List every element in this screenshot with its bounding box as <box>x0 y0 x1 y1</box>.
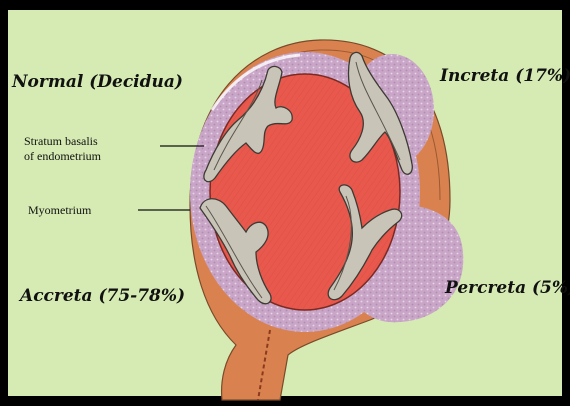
label-stratum-line1: Stratum basalis <box>24 134 101 149</box>
label-normal-decidua: Normal (Decidua) <box>12 72 183 92</box>
label-stratum-line2: of endometrium <box>24 149 101 164</box>
label-increta: Increta (17%) <box>440 66 570 86</box>
label-stratum-basalis: Stratum basalis of endometrium <box>24 134 101 164</box>
label-myometrium: Myometrium <box>28 203 91 218</box>
label-accreta: Accreta (75-78%) <box>20 286 185 306</box>
label-percreta: Percreta (5%) <box>445 278 570 298</box>
